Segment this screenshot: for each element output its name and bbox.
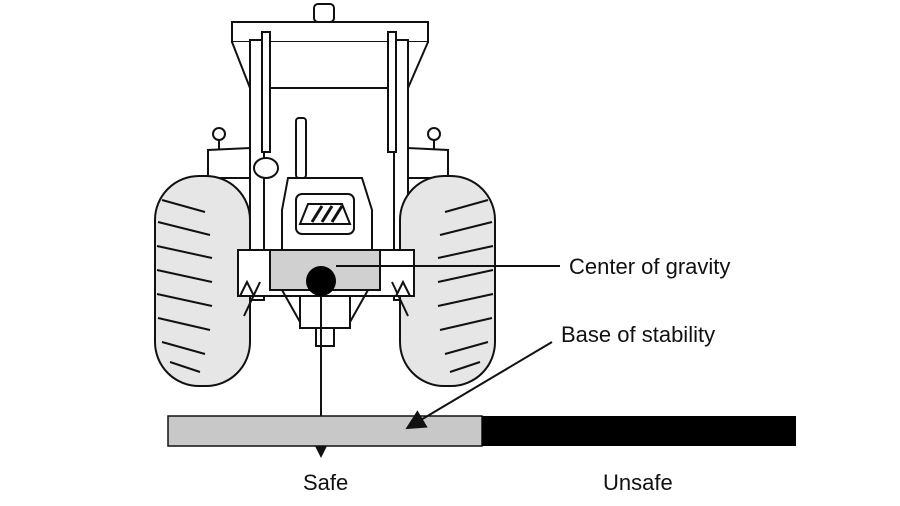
safe-zone-bar [167,415,483,447]
unsafe-zone-bar [482,416,796,446]
base-of-stability-label: Base of stability [561,322,716,347]
safe-label: Safe [303,470,349,495]
tractor-icon [154,3,496,387]
unsafe-label: Unsafe [603,470,673,495]
base-leader-line [405,341,553,430]
center-of-gravity-label: Center of gravity [569,254,731,279]
cog-dot-icon [306,266,336,296]
